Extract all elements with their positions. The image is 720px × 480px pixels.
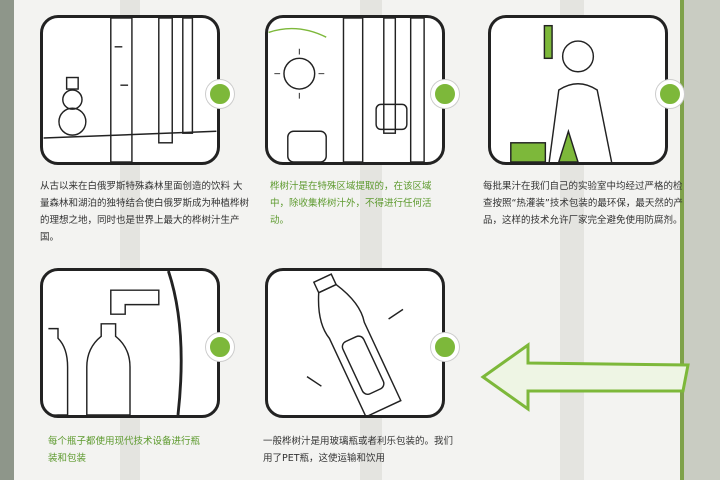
right-border: [684, 0, 720, 480]
step-2-text: 桦树汁是在特殊区域提取的，在该区域中，除收集桦树汁外，不得进行任何活动。: [270, 181, 432, 226]
left-border: [0, 0, 14, 480]
green-arrow-left-icon: [480, 342, 690, 412]
panel-pet: [265, 268, 445, 418]
step-4-text: 每个瓶子都使用现代技术设备进行瓶装和包装: [48, 436, 201, 464]
panel-forest: [40, 15, 220, 165]
step-marker: [206, 80, 234, 108]
pet-bottle-icon: [306, 273, 404, 415]
lab-scientist-icon: [510, 24, 613, 162]
panel-extraction: [265, 15, 445, 165]
bottling-tap-icon: [43, 271, 183, 415]
step-marker: [431, 333, 459, 361]
panel-lab: [488, 15, 668, 165]
step-marker: [431, 80, 459, 108]
right-accent-line: [680, 0, 684, 480]
step-marker: [656, 80, 684, 108]
step-marker: [206, 333, 234, 361]
step-1-text: 从古以来在白俄罗斯特殊森林里面创造的饮料 大量森林和湖泊的独特结合使白俄罗斯成为…: [40, 181, 250, 243]
birch-forest-icon: [43, 18, 217, 162]
panel-bottling: [40, 268, 220, 418]
sun-barrels-icon: [268, 18, 425, 162]
step-3-text: 每批果汁在我们自己的实验室中均经过严格的检查按照“热灌装”技术包装的最环保，最天…: [483, 181, 683, 226]
step-5-text: 一般桦树汁是用玻璃瓶或者利乐包装的。我们用了PET瓶，这使运输和饮用: [263, 436, 454, 464]
